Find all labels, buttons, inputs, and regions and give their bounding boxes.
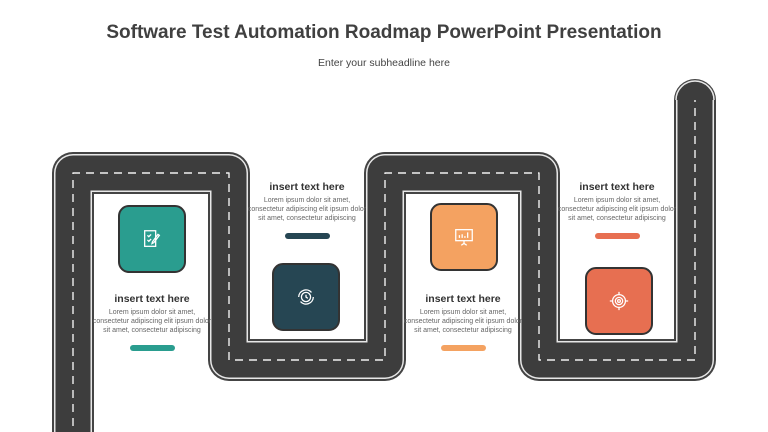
step-3-bar <box>440 344 486 351</box>
step-1-icon-box <box>118 205 186 273</box>
step-3-body: Lorem ipsum dolor sit amet, consectetur … <box>403 309 523 335</box>
step-3-text: insert text here Lorem ipsum dolor sit a… <box>403 293 523 351</box>
step-3-heading: insert text here <box>425 293 501 305</box>
presentation-chart-icon <box>455 229 473 246</box>
step-4-icon-box <box>585 267 653 335</box>
step-4-bar <box>594 232 640 239</box>
step-3-icon-box <box>430 203 498 271</box>
step-4-text: insert text here Lorem ipsum dolor sit a… <box>557 181 677 239</box>
checklist-pen-icon <box>144 230 161 247</box>
step-2-bar <box>284 232 330 239</box>
step-4-body: Lorem ipsum dolor sit amet, consectetur … <box>557 197 677 223</box>
step-2-text: insert text here Lorem ipsum dolor sit a… <box>247 181 367 239</box>
page-title: Software Test Automation Roadmap PowerPo… <box>106 22 662 43</box>
step-1-text: insert text here Lorem ipsum dolor sit a… <box>92 293 212 351</box>
step-2-icon-box <box>272 263 340 331</box>
step-1-body: Lorem ipsum dolor sit amet, consectetur … <box>92 309 212 335</box>
step-1-bar <box>129 344 175 351</box>
clock-cycle-icon <box>298 289 314 305</box>
step-2-heading: insert text here <box>269 181 345 193</box>
target-icon <box>609 291 629 311</box>
step-1-heading: insert text here <box>114 293 190 305</box>
step-2-body: Lorem ipsum dolor sit amet, consectetur … <box>247 197 367 223</box>
step-4-heading: insert text here <box>579 181 655 193</box>
page-subtitle: Enter your subheadline here <box>318 57 450 69</box>
